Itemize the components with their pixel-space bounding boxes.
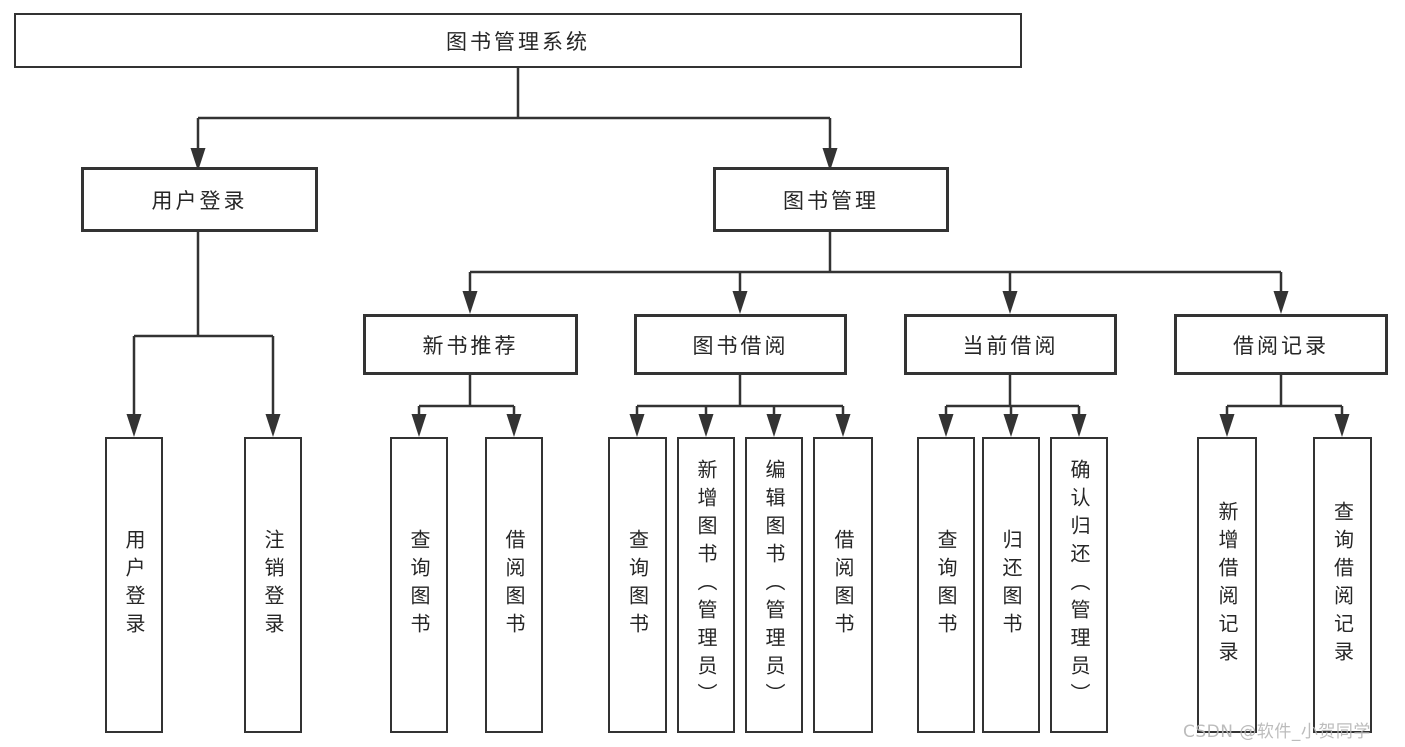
watermark-text: CSDN @软件_小贺同学: [1183, 722, 1371, 742]
node-root: 图书管理系统: [14, 13, 1022, 68]
node-borrow-records: 借阅记录: [1174, 314, 1388, 375]
leaf-cb-query-books-label: 查询图书: [934, 529, 958, 641]
leaf-cb-return-books: 归还图书: [982, 437, 1040, 733]
leaf-cb-return-books-label: 归还图书: [999, 529, 1023, 641]
leaf-bb-borrow-books: 借阅图书: [813, 437, 873, 733]
leaf-cb-confirm-return-admin-label: 确认归还（管理员）: [1067, 459, 1091, 711]
leaf-bb-query-books: 查询图书: [608, 437, 667, 733]
leaf-bb-query-books-label: 查询图书: [625, 529, 650, 641]
node-current-borrowing-label: 当前借阅: [962, 333, 1059, 358]
leaf-user-login: 用户登录: [105, 437, 163, 733]
node-new-book-recommend: 新书推荐: [363, 314, 578, 375]
node-current-borrowing: 当前借阅: [904, 314, 1117, 375]
leaf-br-add-record-label: 新增借阅记录: [1215, 501, 1239, 669]
node-user-login-branch: 用户登录: [81, 167, 318, 232]
leaf-br-query-record: 查询借阅记录: [1313, 437, 1372, 733]
node-book-borrowing-label: 图书借阅: [692, 333, 789, 358]
leaf-cb-confirm-return-admin: 确认归还（管理员）: [1050, 437, 1108, 733]
arrowheads: [126, 148, 1350, 437]
leaf-nbr-borrow-books-label: 借阅图书: [502, 529, 526, 641]
node-new-book-recommend-label: 新书推荐: [422, 333, 519, 358]
leaf-br-query-record-label: 查询借阅记录: [1330, 501, 1355, 669]
leaf-br-add-record: 新增借阅记录: [1197, 437, 1257, 733]
leaf-nbr-query-books: 查询图书: [390, 437, 448, 733]
leaf-nbr-query-books-label: 查询图书: [407, 529, 431, 641]
leaf-bb-add-books-admin: 新增图书（管理员）: [677, 437, 735, 733]
node-book-management-label: 图书管理: [783, 188, 879, 213]
leaf-nbr-borrow-books: 借阅图书: [485, 437, 543, 733]
node-book-borrowing: 图书借阅: [634, 314, 847, 375]
leaf-cb-query-books: 查询图书: [917, 437, 975, 733]
leaf-bb-add-books-admin-label: 新增图书（管理员）: [694, 459, 718, 711]
connector-paths: [132, 68, 1344, 418]
node-borrow-records-label: 借阅记录: [1233, 333, 1329, 358]
node-root-label: 图书管理系统: [446, 29, 590, 54]
node-book-management: 图书管理: [713, 167, 949, 232]
leaf-bb-edit-books-admin: 编辑图书（管理员）: [745, 437, 803, 733]
leaf-bb-edit-books-admin-label: 编辑图书（管理员）: [762, 459, 786, 711]
node-user-login-branch-label: 用户登录: [151, 188, 248, 213]
leaf-logout-label: 注销登录: [261, 529, 285, 641]
leaf-logout: 注销登录: [244, 437, 302, 733]
leaf-user-login-label: 用户登录: [122, 529, 146, 641]
leaf-bb-borrow-books-label: 借阅图书: [831, 529, 855, 641]
